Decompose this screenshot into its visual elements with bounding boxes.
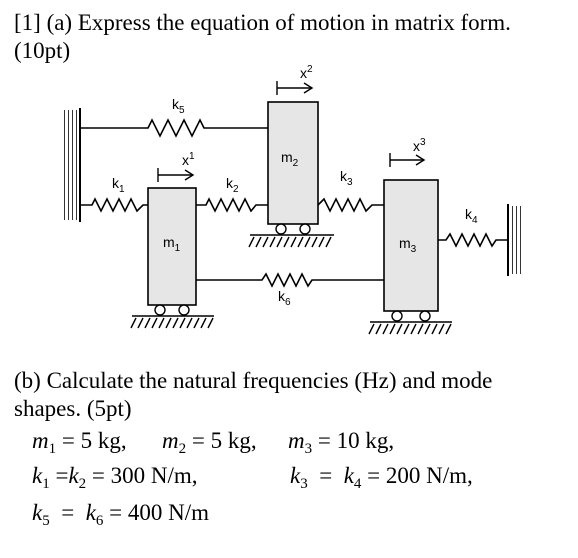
label-k6: k6: [278, 288, 291, 308]
given-m2: m2 = 5 kg,: [162, 428, 257, 457]
arrow-x3: [389, 153, 426, 167]
label-k3: k3: [340, 168, 353, 188]
label-x3: x3: [413, 137, 426, 154]
label-x1: x1: [182, 151, 195, 168]
given-k5-k6: k5 = k6 = 400 N/m: [32, 500, 210, 529]
question-b-line1: (b) Calculate the natural frequencies (H…: [14, 368, 493, 393]
label-k1: k1: [112, 175, 125, 195]
spring-mass-diagram: k5 k1 k2 k3 k4 k6 m1 m2 m3 x1 x2 x3: [62, 64, 524, 335]
mass-m1: [130, 187, 214, 329]
label-m3: m3: [399, 235, 417, 255]
right-wall: [507, 204, 524, 276]
given-m3: m3 = 10 kg,: [288, 428, 395, 457]
label-k5: k5: [172, 96, 185, 116]
given-k3-k4: k3 = k4 = 200 N/m,: [290, 463, 473, 492]
spring-k5: [80, 118, 268, 138]
label-m2: m2: [281, 149, 299, 169]
spring-k6: [196, 272, 384, 288]
question-a-line1: [1] (a) Express the equation of motion i…: [14, 10, 511, 35]
label-x2: x2: [300, 64, 313, 81]
arrow-x2: [276, 81, 314, 95]
question-a-line2: (10pt): [14, 38, 71, 63]
given-k1-k2: k1 =k2 = 300 N/m,: [32, 463, 198, 492]
spring-k2: [196, 197, 268, 213]
given-m1: m1 = 5 kg,: [32, 428, 127, 457]
mass-m3: [368, 179, 452, 335]
label-k4: k4: [465, 206, 478, 226]
spring-k1: [80, 197, 148, 213]
label-k2: k2: [226, 175, 239, 195]
question-b-line2: shapes. (5pt): [14, 396, 132, 421]
label-m1: m1: [163, 234, 181, 254]
spring-k3: [317, 197, 384, 213]
mass-m2: [248, 101, 334, 248]
spring-k4: [438, 232, 508, 248]
arrow-x1: [157, 168, 195, 182]
left-wall: [62, 108, 81, 222]
